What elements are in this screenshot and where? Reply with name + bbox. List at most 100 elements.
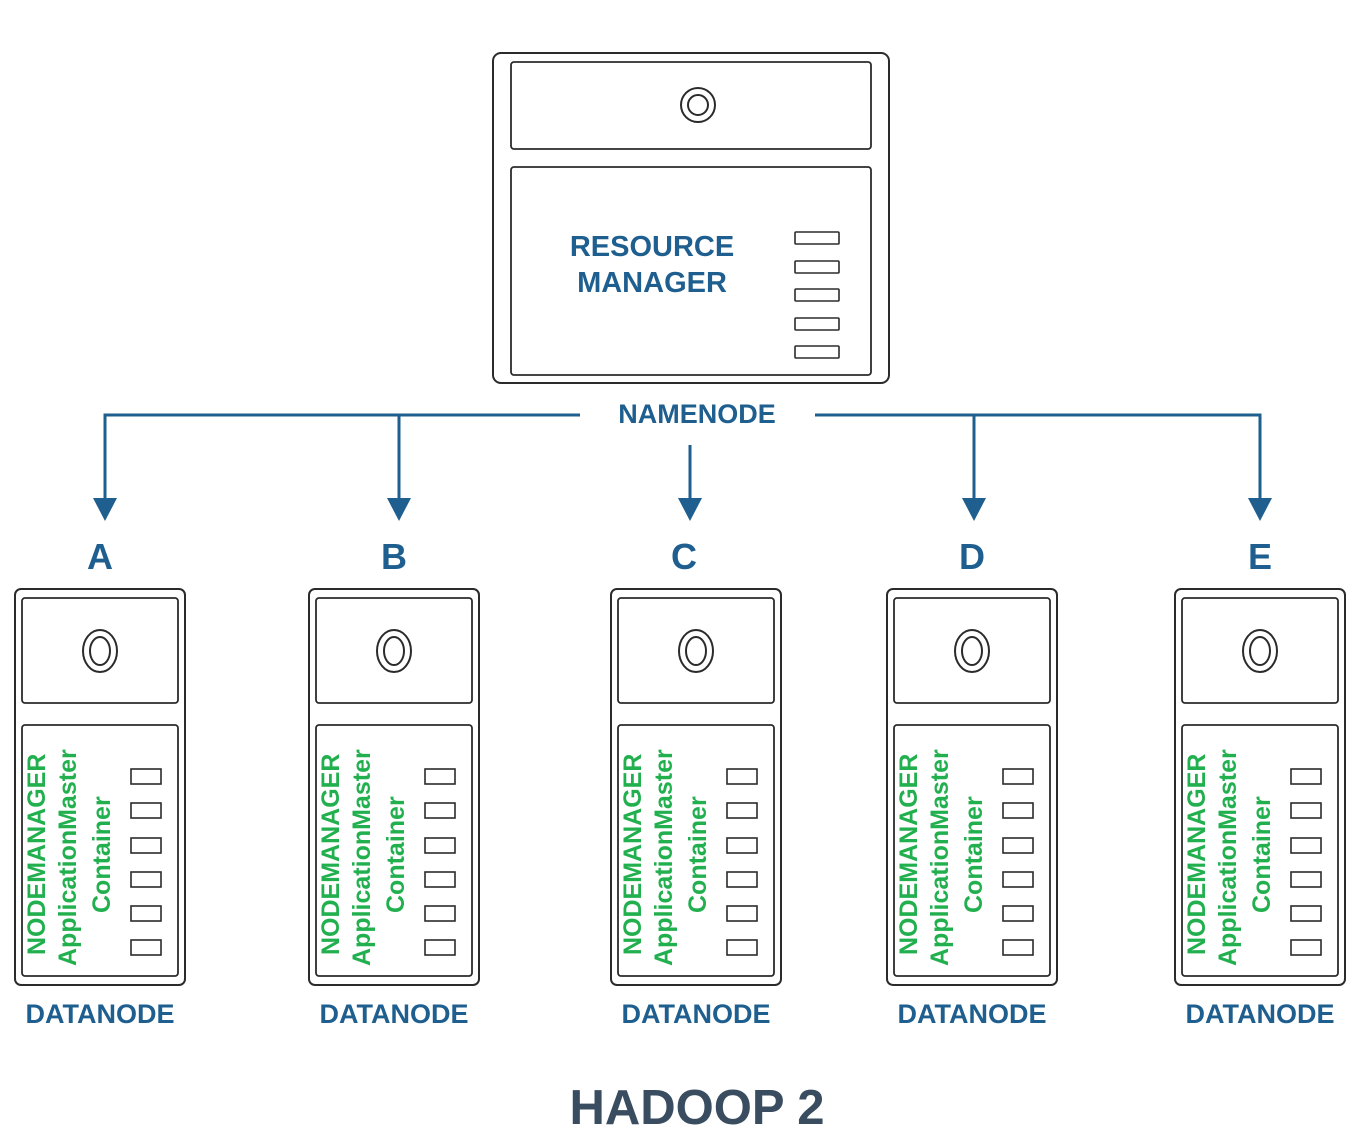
drive-slot	[130, 939, 162, 956]
diagram-title: HADOOP 2	[569, 1081, 824, 1135]
container-label: Container	[382, 796, 410, 913]
drive-slot	[424, 837, 456, 854]
container-label: Container	[1248, 796, 1276, 913]
drive-slot	[424, 768, 456, 785]
datanode-server-c: C NODEMANAGER ApplicationMaster Containe…	[610, 536, 782, 1029]
drive-slot	[1290, 837, 1322, 854]
drive-slot	[794, 260, 840, 274]
container-group: Container	[382, 796, 410, 913]
nodemanager-label: NODEMANAGER	[317, 754, 345, 955]
drive-slot	[726, 802, 758, 819]
application-master-group: ApplicationMaster	[348, 749, 376, 966]
application-master-label: ApplicationMaster	[348, 749, 376, 966]
drive-slot	[130, 871, 162, 888]
node-letter: C	[671, 536, 697, 577]
application-master-label: ApplicationMaster	[54, 749, 82, 966]
container-label: Container	[88, 796, 116, 913]
datanode-server-e: E NODEMANAGER ApplicationMaster Containe…	[1174, 536, 1346, 1029]
datanode-label: DATANODE	[26, 999, 175, 1029]
datanode-server-b: B NODEMANAGER ApplicationMaster Containe…	[308, 536, 480, 1029]
container-group: Container	[1248, 796, 1276, 913]
drive-slot	[424, 905, 456, 922]
drive-slot	[726, 939, 758, 956]
drive-slot	[1002, 905, 1034, 922]
application-master-label: ApplicationMaster	[650, 749, 678, 966]
container-group: Container	[684, 796, 712, 913]
arrow-down-icon	[962, 498, 986, 521]
drive-slot	[1290, 905, 1322, 922]
connector-lines	[93, 413, 1272, 521]
drive-slot	[794, 288, 840, 302]
resource-manager-bottom-panel	[510, 166, 872, 376]
drive-slot	[130, 837, 162, 854]
drive-slot	[794, 231, 840, 245]
arrow-down-icon	[1248, 498, 1272, 521]
arrow-down-icon	[387, 498, 411, 521]
namenode-label: NAMENODE	[618, 399, 776, 429]
drive-slot	[1290, 802, 1322, 819]
datanode-label: DATANODE	[898, 999, 1047, 1029]
node-letter: E	[1248, 536, 1272, 577]
application-master-group: ApplicationMaster	[1214, 749, 1242, 966]
nodemanager-label: NODEMANAGER	[619, 754, 647, 955]
datanode-label: DATANODE	[1186, 999, 1335, 1029]
datanode-server-d: D NODEMANAGER ApplicationMaster Containe…	[886, 536, 1058, 1029]
resource-manager-slots	[794, 231, 840, 359]
drive-slot	[424, 802, 456, 819]
container-label: Container	[684, 796, 712, 913]
drive-slot	[726, 768, 758, 785]
datanode-label: DATANODE	[320, 999, 469, 1029]
drive-slot	[726, 905, 758, 922]
power-button-icon	[680, 87, 716, 123]
drive-slot	[130, 802, 162, 819]
nodemanager-stack: NODEMANAGER	[619, 754, 647, 955]
drive-slot	[1002, 802, 1034, 819]
application-master-group: ApplicationMaster	[54, 749, 82, 966]
power-button-icon	[82, 629, 118, 673]
datanode-row: A NODEMANAGER ApplicationMaster Containe…	[14, 536, 1346, 1029]
nodemanager-stack: NODEMANAGER	[23, 754, 51, 955]
drive-slot	[424, 871, 456, 888]
drive-slot	[1290, 768, 1322, 785]
connector-line-a	[103, 413, 580, 500]
power-button-icon	[1242, 629, 1278, 673]
nodemanager-label: NODEMANAGER	[1183, 754, 1211, 955]
container-group: Container	[960, 796, 988, 913]
drive-slot	[1002, 837, 1034, 854]
drive-slot	[794, 317, 840, 331]
arrow-down-icon	[93, 498, 117, 521]
nodemanager-stack: NODEMANAGER	[895, 754, 923, 955]
power-button-icon	[376, 629, 412, 673]
application-master-label: ApplicationMaster	[926, 749, 954, 966]
resource-manager-label-line2: MANAGER	[577, 267, 727, 299]
datanode-label: DATANODE	[622, 999, 771, 1029]
drive-slot	[1290, 871, 1322, 888]
drive-slot	[726, 837, 758, 854]
application-master-group: ApplicationMaster	[650, 749, 678, 966]
node-letter: A	[87, 536, 113, 577]
drive-slot	[1002, 768, 1034, 785]
datanode-server-a: A NODEMANAGER ApplicationMaster Containe…	[14, 536, 186, 1029]
nodemanager-label: NODEMANAGER	[23, 754, 51, 955]
drive-slot	[1002, 871, 1034, 888]
power-button-icon	[954, 629, 990, 673]
node-letter: D	[959, 536, 985, 577]
node-letter: B	[381, 536, 407, 577]
drive-slot	[130, 905, 162, 922]
drive-slot	[424, 939, 456, 956]
application-master-label: ApplicationMaster	[1214, 749, 1242, 966]
container-group: Container	[88, 796, 116, 913]
arrow-down-icon	[678, 498, 702, 521]
nodemanager-label: NODEMANAGER	[895, 754, 923, 955]
container-label: Container	[960, 796, 988, 913]
resource-manager-server: RESOURCE MANAGER	[492, 52, 890, 384]
nodemanager-stack: NODEMANAGER	[317, 754, 345, 955]
connector-line-e	[815, 413, 1262, 500]
drive-slot	[726, 871, 758, 888]
application-master-group: ApplicationMaster	[926, 749, 954, 966]
drive-slot	[130, 768, 162, 785]
drive-slot	[1290, 939, 1322, 956]
drive-slot	[794, 345, 840, 359]
